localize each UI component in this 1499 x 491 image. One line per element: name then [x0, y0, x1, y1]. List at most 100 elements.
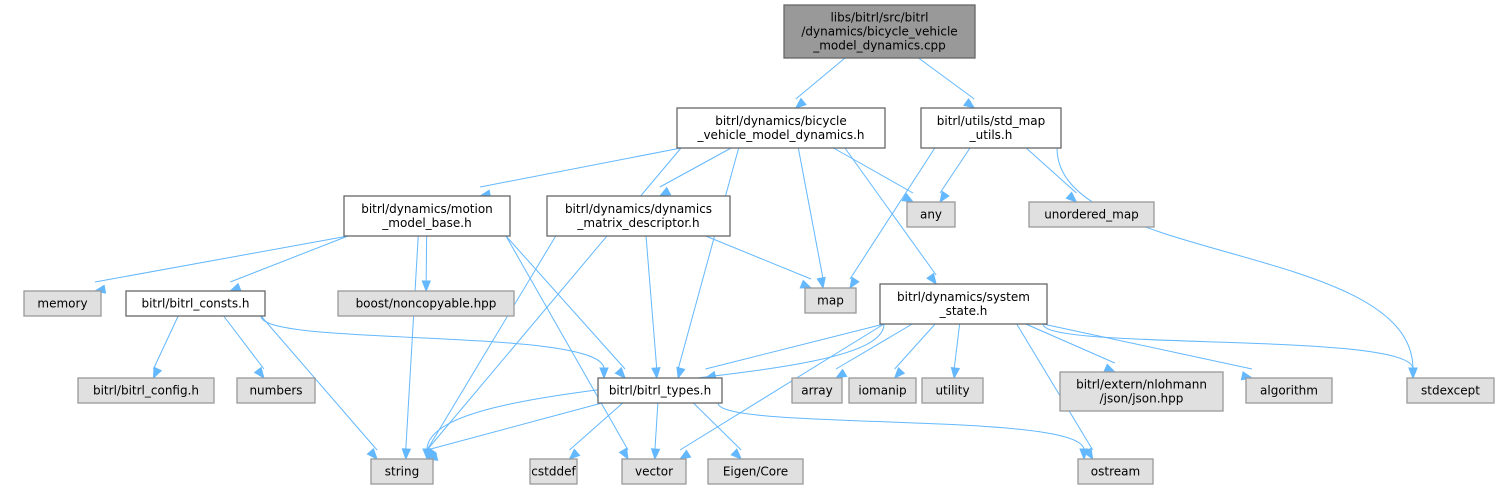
- node-label: bitrl/extern/nlohmann: [1076, 378, 1207, 392]
- dependency-edge: [844, 147, 937, 286]
- dependency-edge: [478, 147, 682, 199]
- edge-line: [833, 147, 914, 194]
- node-box: [1077, 458, 1154, 485]
- node-box: [597, 377, 723, 404]
- node-box: [791, 377, 843, 404]
- edge-line: [260, 315, 378, 451]
- graph-node-memory: memory: [23, 290, 102, 317]
- dependency-edge: [1056, 147, 1418, 380]
- graph-node-eigen-core: Eigen/Core: [707, 458, 804, 485]
- graph-node-std-map-utils[interactable]: bitrl/utils/std_map_utils.h: [920, 107, 1062, 149]
- dependency-edge: [152, 315, 179, 380]
- edge-line: [405, 235, 419, 451]
- edge-line: [705, 235, 812, 280]
- edge-line: [679, 323, 885, 451]
- edge-line: [1025, 147, 1077, 194]
- graph-node-boost-noncopyable: boost/noncopyable.hpp: [337, 290, 515, 317]
- graph-node-dyn-matrix-desc[interactable]: bitrl/dynamics/dynamics_matrix_descripto…: [546, 195, 731, 237]
- edge-line: [844, 147, 937, 276]
- edge-line: [480, 147, 682, 188]
- nodes-layer: libs/bitrl/src/bitrl/dynamics/bicycle_ve…: [23, 4, 1495, 485]
- arrowhead-icon: [901, 192, 915, 203]
- edge-line: [717, 402, 1085, 451]
- dependency-edge: [505, 235, 626, 380]
- node-label: /dynamics/bicycle_vehicle: [801, 25, 957, 39]
- arrowhead-icon: [422, 448, 432, 461]
- graph-node-any: any: [906, 201, 956, 228]
- node-box: [236, 377, 316, 404]
- dependency-edge: [658, 147, 732, 197]
- edge-line: [1025, 323, 1116, 364]
- node-label: iomanip: [858, 384, 906, 398]
- node-label: cstddef: [531, 465, 576, 479]
- edge-line: [677, 147, 740, 370]
- node-box: [804, 287, 857, 314]
- graph-node-root[interactable]: libs/bitrl/src/bitrl/dynamics/bicycle_ve…: [783, 4, 976, 59]
- node-box: [343, 195, 511, 237]
- arrowhead-icon: [678, 449, 692, 460]
- graph-node-bitrl-consts[interactable]: bitrl/bitrl_consts.h: [125, 290, 266, 317]
- graph-node-iomanip: iomanip: [848, 377, 917, 404]
- graph-node-system-state[interactable]: bitrl/dynamics/system_state.h: [879, 283, 1048, 325]
- dependency-edge: [693, 402, 743, 460]
- node-label: algorithm: [1260, 384, 1318, 398]
- edge-line: [505, 235, 626, 370]
- arrowhead-icon: [614, 367, 626, 380]
- node-box: [848, 377, 917, 404]
- arrowhead-icon: [963, 97, 976, 109]
- arrowhead-icon: [152, 366, 163, 380]
- graph-node-array: array: [791, 377, 843, 404]
- edge-line: [835, 323, 913, 370]
- arrowhead-icon: [676, 366, 686, 380]
- arrowhead-icon: [366, 447, 378, 461]
- graph-node-cstddef: cstddef: [529, 458, 578, 485]
- node-label: array: [801, 384, 832, 398]
- dependency-edge: [1025, 323, 1117, 373]
- edge-line: [939, 147, 971, 194]
- edge-line: [94, 235, 349, 283]
- edge-line: [569, 402, 624, 451]
- node-box: [546, 195, 731, 237]
- node-label: bitrl/dynamics/dynamics: [565, 202, 712, 216]
- node-label: Eigen/Core: [723, 465, 788, 479]
- edge-line: [426, 235, 557, 451]
- node-box: [1028, 201, 1155, 228]
- dependency-edge: [678, 323, 885, 460]
- arrowhead-icon: [730, 448, 743, 460]
- graph-node-bvmd-h[interactable]: bitrl/dynamics/bicycle_vehicle_model_dyn…: [676, 107, 886, 149]
- edge-line: [230, 235, 349, 283]
- arrowhead-icon: [849, 276, 860, 290]
- node-label: vector: [635, 465, 673, 479]
- dependency-edge: [568, 402, 624, 460]
- graph-node-numbers: numbers: [236, 377, 316, 404]
- node-label: ostream: [1091, 465, 1140, 479]
- arrowhead-icon: [1065, 191, 1078, 203]
- node-label: numbers: [249, 384, 302, 398]
- dependency-edge: [797, 147, 826, 290]
- graph-node-motion-model-base[interactable]: bitrl/dynamics/motion_model_base.h: [343, 195, 511, 237]
- node-label: libs/bitrl/src/bitrl: [830, 11, 928, 25]
- graph-node-ostream: ostream: [1077, 458, 1154, 485]
- dependency-edge: [918, 57, 976, 109]
- node-label: bitrl/dynamics/motion: [361, 202, 493, 216]
- node-box: [125, 290, 266, 317]
- edge-line: [645, 235, 658, 370]
- node-box: [77, 377, 215, 404]
- node-label: _vehicle_model_dynamics.h: [696, 128, 864, 142]
- arrowhead-icon: [1079, 448, 1089, 461]
- graph-node-bitrl-types[interactable]: bitrl/bitrl_types.h: [597, 377, 723, 404]
- node-label: _utils.h: [969, 128, 1013, 142]
- edge-line: [1056, 147, 1414, 370]
- node-label: _state.h: [939, 304, 988, 318]
- edge-line: [223, 315, 265, 370]
- node-label: boost/noncopyable.hpp: [356, 297, 497, 311]
- dependency-edge: [676, 147, 740, 380]
- graph-node-map: map: [804, 287, 857, 314]
- arrowhead-icon: [651, 367, 661, 380]
- node-box: [370, 458, 434, 485]
- node-label: bitrl/dynamics/bicycle: [715, 114, 847, 128]
- node-label: _model_base.h: [381, 216, 471, 230]
- dependency-edge: [260, 315, 609, 380]
- edge-line: [659, 147, 732, 188]
